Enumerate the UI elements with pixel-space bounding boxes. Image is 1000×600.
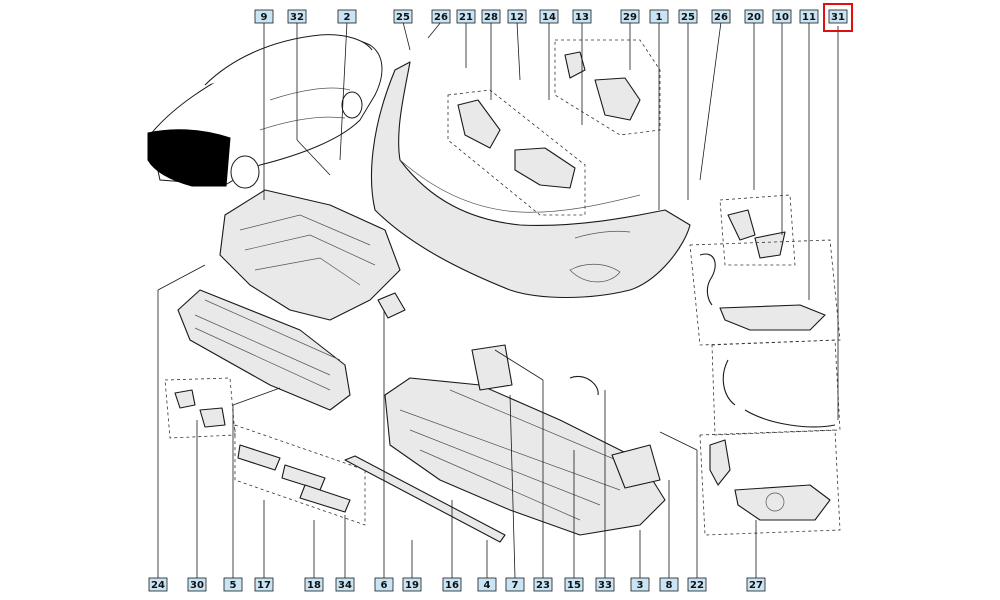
upper-crossmember: [219, 189, 406, 321]
highlight-box-31: [823, 3, 853, 32]
svg-text:25: 25: [396, 12, 410, 23]
part-label-6[interactable]: 6: [374, 577, 394, 592]
lower-grille: [177, 289, 351, 411]
svg-text:17: 17: [257, 580, 271, 591]
part-label-7[interactable]: 7: [505, 577, 525, 592]
car-front-highlight: [147, 129, 231, 187]
svg-text:7: 7: [512, 580, 519, 591]
svg-text:13: 13: [575, 12, 589, 23]
engine-undertray: [384, 377, 666, 536]
part-label-21[interactable]: 21: [456, 9, 476, 24]
svg-text:9: 9: [261, 12, 268, 23]
part-label-5[interactable]: 5: [223, 577, 243, 592]
front-bumper: [370, 61, 691, 299]
svg-text:34: 34: [338, 580, 352, 591]
svg-text:15: 15: [567, 580, 581, 591]
part-label-11[interactable]: 11: [799, 9, 819, 24]
part-label-14[interactable]: 14: [539, 9, 559, 24]
part-label-10[interactable]: 10: [772, 9, 792, 24]
part-label-8[interactable]: 8: [659, 577, 679, 592]
part-label-33[interactable]: 33: [595, 577, 615, 592]
svg-text:2: 2: [344, 12, 351, 23]
part-label-1[interactable]: 1: [649, 9, 669, 24]
svg-text:29: 29: [623, 12, 637, 23]
svg-text:10: 10: [775, 12, 789, 23]
svg-text:3: 3: [637, 580, 644, 591]
part-label-16[interactable]: 16: [442, 577, 462, 592]
svg-text:22: 22: [690, 580, 704, 591]
part-label-12[interactable]: 12: [507, 9, 527, 24]
svg-text:12: 12: [510, 12, 524, 23]
part-label-26[interactable]: 26: [431, 9, 451, 24]
part-label-27[interactable]: 27: [746, 577, 766, 592]
side-brackets: [457, 51, 641, 189]
svg-text:8: 8: [666, 580, 673, 591]
svg-text:26: 26: [714, 12, 728, 23]
part-label-18[interactable]: 18: [304, 577, 324, 592]
part-label-15[interactable]: 15: [564, 577, 584, 592]
svg-text:16: 16: [445, 580, 459, 591]
part-label-4[interactable]: 4: [477, 577, 497, 592]
top-labels: 9 32 2 25 26 21 28 12 14 13 29 1 25 26 2…: [254, 3, 853, 32]
part-label-25b[interactable]: 25: [678, 9, 698, 24]
right-trims: [699, 209, 836, 521]
svg-text:18: 18: [307, 580, 321, 591]
svg-text:25: 25: [681, 12, 695, 23]
part-label-24[interactable]: 24: [148, 577, 168, 592]
svg-text:5: 5: [230, 580, 237, 591]
part-label-13[interactable]: 13: [572, 9, 592, 24]
part-label-31[interactable]: 31: [828, 9, 848, 24]
part-label-30[interactable]: 30: [187, 577, 207, 592]
svg-text:19: 19: [405, 580, 419, 591]
part-label-34[interactable]: 34: [335, 577, 355, 592]
part-label-32[interactable]: 32: [287, 9, 307, 24]
svg-text:30: 30: [190, 580, 204, 591]
svg-text:24: 24: [151, 580, 165, 591]
svg-text:32: 32: [290, 12, 304, 23]
part-label-9[interactable]: 9: [254, 9, 274, 24]
svg-text:4: 4: [484, 580, 491, 591]
svg-text:1: 1: [656, 12, 663, 23]
part-label-2[interactable]: 2: [337, 9, 357, 24]
part-label-28[interactable]: 28: [481, 9, 501, 24]
part-label-26b[interactable]: 26: [711, 9, 731, 24]
part-label-3[interactable]: 3: [630, 577, 650, 592]
part-label-19[interactable]: 19: [402, 577, 422, 592]
svg-text:11: 11: [802, 12, 816, 23]
small-brackets: [174, 389, 351, 513]
leaders-top: [263, 21, 839, 420]
bottom-labels: 24 30 5 17 18 34 6 19 16 4 7 23 15 33 3 …: [148, 577, 766, 592]
svg-text:21: 21: [459, 12, 473, 23]
part-label-17[interactable]: 17: [254, 577, 274, 592]
svg-text:28: 28: [484, 12, 498, 23]
part-label-25[interactable]: 25: [393, 9, 413, 24]
svg-text:23: 23: [536, 580, 550, 591]
svg-text:26: 26: [434, 12, 448, 23]
part-label-22[interactable]: 22: [687, 577, 707, 592]
part-label-29[interactable]: 29: [620, 9, 640, 24]
svg-text:20: 20: [747, 12, 761, 23]
svg-text:6: 6: [381, 580, 388, 591]
leaders-bottom: [157, 264, 757, 579]
part-label-20[interactable]: 20: [744, 9, 764, 24]
svg-text:33: 33: [598, 580, 612, 591]
car-silhouette: [147, 34, 383, 189]
svg-text:27: 27: [749, 580, 763, 591]
dashed-groups: [164, 39, 841, 536]
part-label-23[interactable]: 23: [533, 577, 553, 592]
svg-text:31: 31: [831, 12, 845, 23]
svg-text:14: 14: [542, 12, 556, 23]
lower-strip: [344, 344, 661, 543]
